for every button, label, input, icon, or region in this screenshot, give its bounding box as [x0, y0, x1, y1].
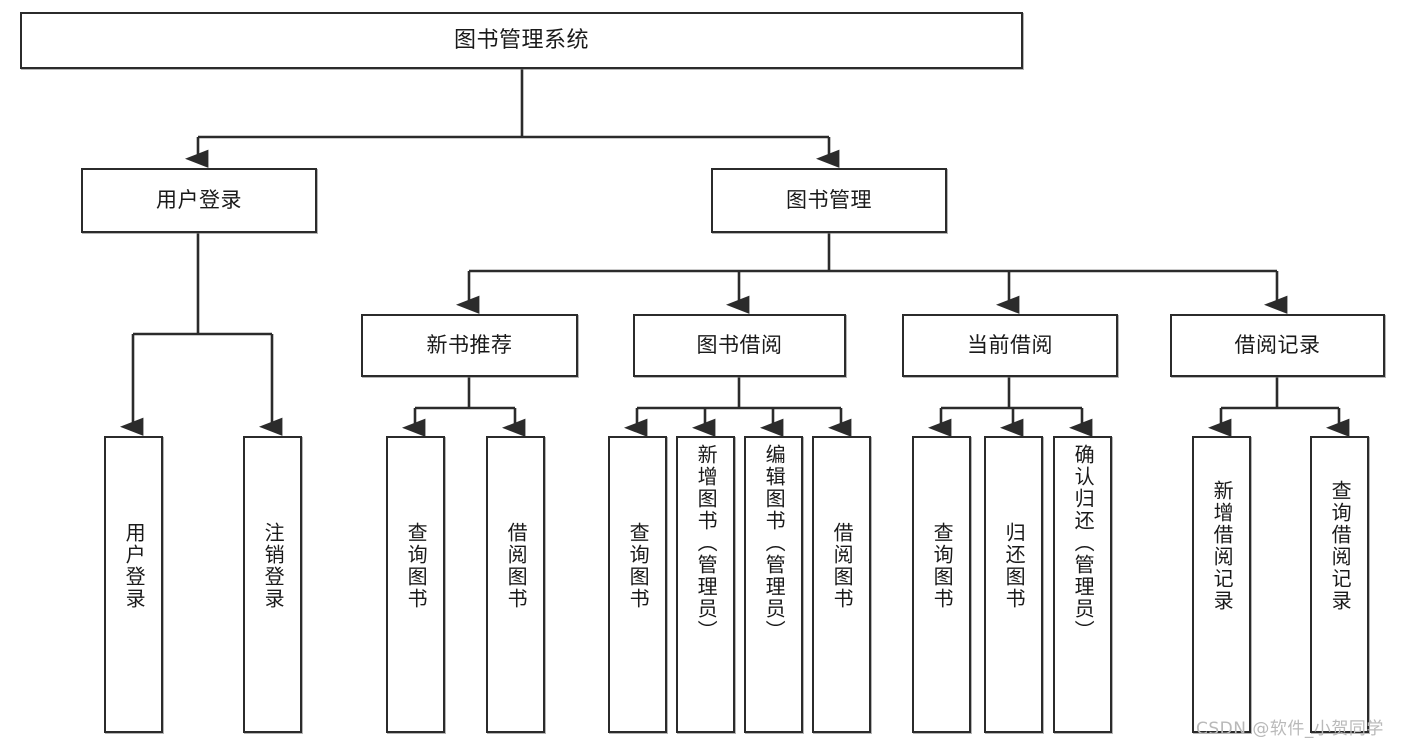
node-leaf-query-record-label: 查询借阅记录: [1328, 480, 1353, 612]
node-root[interactable]: 图书管理系统: [20, 12, 1023, 69]
node-leaf-query-book-b[interactable]: 查询图书: [608, 436, 667, 733]
node-leaf-borrow-book-a[interactable]: 借阅图书: [486, 436, 545, 733]
node-leaf-borrow-book-b-label: 借阅图书: [830, 522, 855, 610]
node-current-borrow[interactable]: 当前借阅: [902, 314, 1118, 377]
node-leaf-query-book-c[interactable]: 查询图书: [912, 436, 971, 733]
node-book-borrow-label: 图书借阅: [696, 333, 783, 358]
node-book-manage[interactable]: 图书管理: [711, 168, 947, 233]
node-book-borrow[interactable]: 图书借阅: [633, 314, 846, 377]
node-leaf-query-book-c-label: 查询图书: [930, 522, 955, 610]
node-leaf-add-record-label: 新增借阅记录: [1210, 480, 1235, 612]
node-leaf-edit-book-label: 编辑图书（管理员）: [762, 444, 787, 642]
node-current-borrow-label: 当前借阅: [967, 333, 1053, 358]
node-leaf-return-book-label: 归还图书: [1002, 522, 1027, 610]
node-new-book-rec-label: 新书推荐: [426, 333, 513, 358]
node-leaf-add-book[interactable]: 新增图书（管理员）: [676, 436, 735, 733]
node-leaf-user-logout-label: 注销登录: [261, 522, 286, 610]
node-leaf-borrow-book-a-label: 借阅图书: [504, 522, 529, 610]
node-leaf-borrow-book-b[interactable]: 借阅图书: [812, 436, 871, 733]
node-leaf-query-record[interactable]: 查询借阅记录: [1310, 436, 1369, 733]
node-user-login[interactable]: 用户登录: [81, 168, 317, 233]
watermark: CSDN @软件_小贺同学: [1196, 719, 1384, 739]
node-leaf-query-book-b-label: 查询图书: [626, 522, 651, 610]
node-leaf-user-logout[interactable]: 注销登录: [243, 436, 302, 733]
node-leaf-confirm-return-label: 确认归还（管理员）: [1071, 444, 1096, 642]
node-borrow-record-label: 借阅记录: [1234, 333, 1321, 358]
node-leaf-confirm-return[interactable]: 确认归还（管理员）: [1053, 436, 1112, 733]
node-new-book-rec[interactable]: 新书推荐: [361, 314, 578, 377]
node-root-label: 图书管理系统: [453, 27, 589, 53]
node-user-login-label: 用户登录: [156, 188, 242, 213]
node-leaf-edit-book[interactable]: 编辑图书（管理员）: [744, 436, 803, 733]
node-leaf-query-book-a[interactable]: 查询图书: [386, 436, 445, 733]
node-leaf-query-book-a-label: 查询图书: [404, 522, 429, 610]
node-leaf-add-book-label: 新增图书（管理员）: [694, 444, 719, 642]
node-leaf-user-login-label: 用户登录: [122, 522, 147, 610]
node-borrow-record[interactable]: 借阅记录: [1170, 314, 1385, 377]
node-leaf-return-book[interactable]: 归还图书: [984, 436, 1043, 733]
node-leaf-add-record[interactable]: 新增借阅记录: [1192, 436, 1251, 733]
node-leaf-user-login[interactable]: 用户登录: [104, 436, 163, 733]
node-book-manage-label: 图书管理: [786, 188, 872, 213]
